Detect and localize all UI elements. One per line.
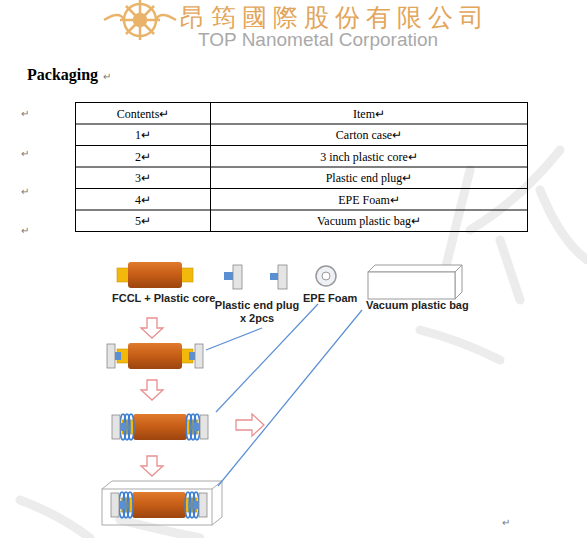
part-label: Vacuum plastic bag (366, 299, 469, 311)
table-cell: 5↵ (76, 211, 210, 232)
part-label: EPE Foam (303, 292, 357, 304)
paragraph-mark: ↵ (21, 225, 29, 236)
paragraph-mark: ↵ (21, 108, 29, 119)
paragraph-mark: ↵ (502, 517, 510, 528)
paragraph-mark: ↵ (103, 71, 111, 82)
company-name: TOP Nanometal Corporation (198, 29, 438, 51)
part-label: Plastic end plug x 2pcs (212, 299, 302, 325)
part-label: FCCL + Plastic core (112, 292, 215, 304)
table-cell: 3 inch plastic core↵ (211, 147, 527, 168)
section-heading: Packaging (27, 66, 98, 84)
table-cell: EPE Foam↵ (211, 190, 527, 211)
paragraph-mark: ↵ (21, 148, 29, 159)
table-cell: Carton case↵ (211, 125, 527, 146)
table-cell: 4↵ (76, 190, 210, 211)
table-cell: 1↵ (76, 125, 210, 146)
table-cell: Contents↵ (76, 104, 210, 125)
table-cell: 3↵ (76, 168, 210, 189)
table-cell: 2↵ (76, 147, 210, 168)
table-cell: Vacuum plastic bag↵ (211, 211, 527, 232)
paragraph-mark: ↵ (21, 186, 29, 197)
table-cell: Item↵ (211, 104, 527, 125)
table-cell: Plastic end plug↵ (211, 168, 527, 189)
